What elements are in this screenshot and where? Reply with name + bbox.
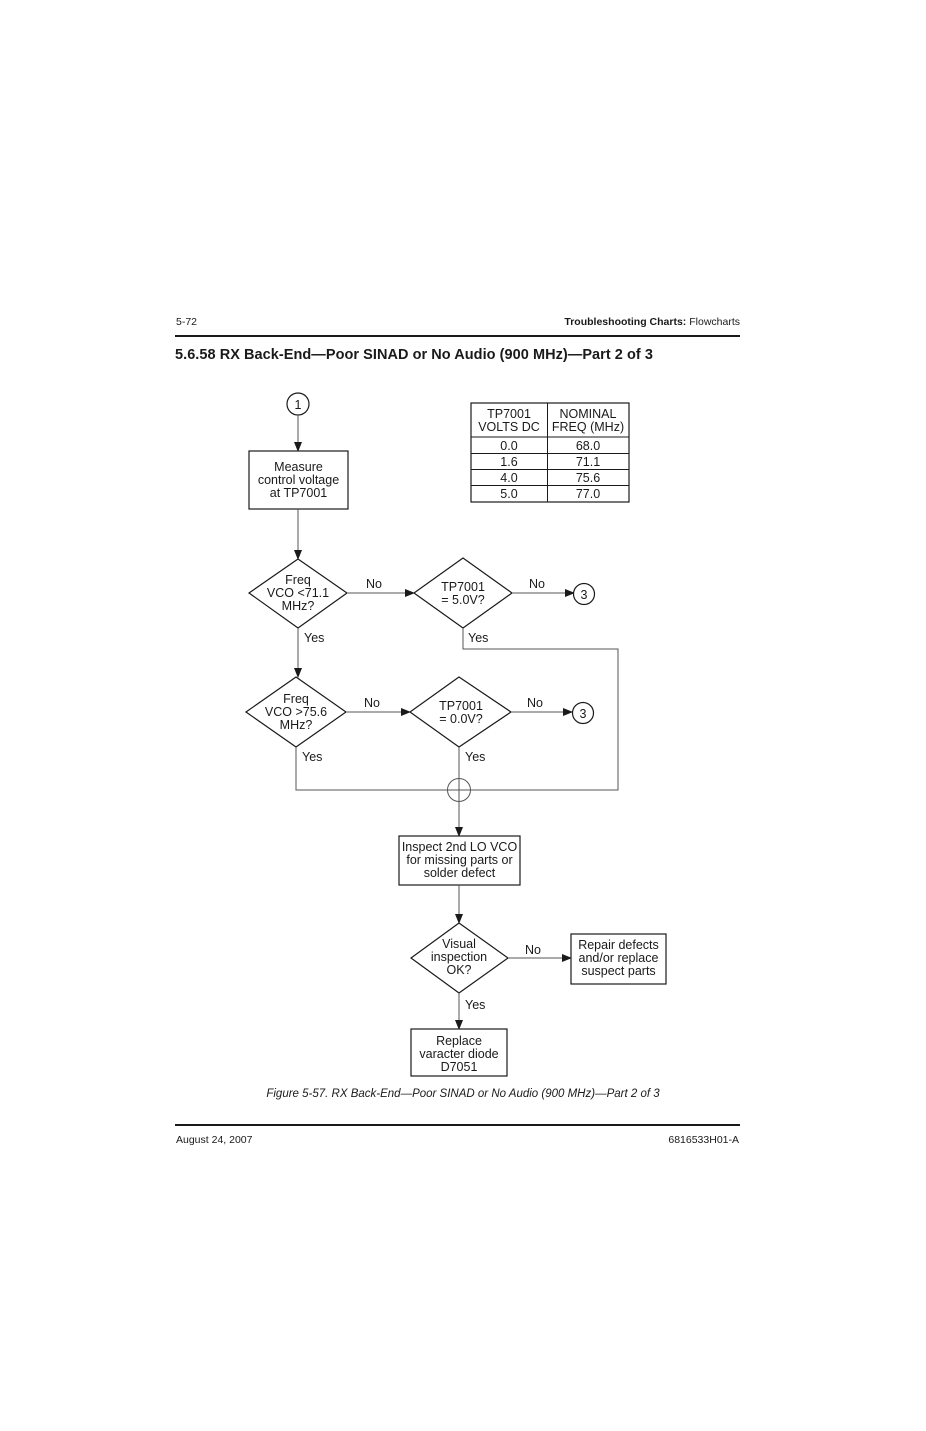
label-5v-yes: Yes — [468, 631, 488, 645]
decision-gt-line-1: Freq — [283, 692, 309, 706]
repair-line-1: Repair defects — [578, 938, 659, 952]
decision-freq-gt: Freq VCO >75.6 MHz? — [244, 676, 348, 748]
decision-gt-line-2: VCO >75.6 — [265, 705, 327, 719]
table-cell: 68.0 — [576, 439, 600, 453]
line-gt-yes — [295, 747, 459, 791]
footer-doc-number: 6816533H01-A — [668, 1134, 739, 1146]
visual-line-1: Visual — [442, 937, 476, 951]
label-5v-no: No — [529, 577, 545, 591]
decision-5v-line-2: = 5.0V? — [441, 593, 484, 607]
section-title: 5.6.58 RX Back-End—Poor SINAD or No Audi… — [175, 347, 653, 363]
decision-tp7001-5v: TP7001 = 5.0V? — [412, 557, 514, 629]
label-0v-no: No — [527, 696, 543, 710]
start-connector: 1 — [286, 392, 310, 416]
footer-date: August 24, 2007 — [176, 1134, 253, 1146]
table-header-col1-line2: VOLTS DC — [478, 420, 540, 434]
measure-line-3: at TP7001 — [270, 486, 328, 500]
start-connector-label: 1 — [295, 398, 302, 412]
table-cell: 0.0 — [500, 439, 517, 453]
label-visual-yes: Yes — [465, 998, 485, 1012]
measure-box: Measure control voltage at TP7001 — [248, 450, 349, 510]
visual-line-3: OK? — [446, 963, 471, 977]
label-gt-yes: Yes — [302, 750, 322, 764]
inspect-line-1: Inspect 2nd LO VCO — [402, 840, 518, 854]
repair-line-2: and/or replace — [579, 951, 659, 965]
replace-line-2: varacter diode — [419, 1047, 498, 1061]
connector-3-b-label: 3 — [580, 707, 587, 721]
connector-3-a: 3 — [572, 582, 596, 606]
visual-line-2: inspection — [431, 950, 487, 964]
repair-line-3: suspect parts — [581, 964, 655, 978]
label-lt-no: No — [366, 577, 382, 591]
junction-icon — [447, 778, 471, 802]
table-cell: 71.1 — [576, 455, 600, 469]
table-cell: 4.0 — [500, 471, 517, 485]
repair-box: Repair defects and/or replace suspect pa… — [570, 933, 667, 985]
replace-line-3: D7051 — [441, 1060, 478, 1074]
header-rule — [175, 335, 740, 337]
table-cell: 5.0 — [500, 487, 517, 501]
label-visual-no: No — [525, 943, 541, 957]
line-5v-yes — [459, 628, 619, 791]
table-cell: 1.6 — [500, 455, 517, 469]
replace-box: Replace varacter diode D7051 — [410, 1028, 508, 1077]
table-header-col2-line1: NOMINAL — [560, 407, 617, 421]
measure-line-1: Measure — [274, 460, 323, 474]
running-header-plain: Flowcharts — [686, 316, 740, 328]
decision-0v-line-1: TP7001 — [439, 699, 483, 713]
inspect-line-2: for missing parts or — [406, 853, 512, 867]
voltage-frequency-table: TP7001 VOLTS DC NOMINAL FREQ (MHz) 0.0 6… — [470, 402, 630, 503]
table-header-col1-line1: TP7001 — [487, 407, 531, 421]
decision-tp7001-0v: TP7001 = 0.0V? — [408, 676, 513, 748]
inspect-line-3: solder defect — [424, 866, 496, 880]
inspect-box: Inspect 2nd LO VCO for missing parts or … — [398, 835, 521, 886]
table-cell: 75.6 — [576, 471, 600, 485]
label-lt-yes: Yes — [304, 631, 324, 645]
measure-line-2: control voltage — [258, 473, 339, 487]
table-header-col2-line2: FREQ (MHz) — [552, 420, 624, 434]
running-header-bold: Troubleshooting Charts: — [564, 316, 687, 328]
table-cell: 77.0 — [576, 487, 600, 501]
decision-freq-lt: Freq VCO <71.1 MHz? — [247, 558, 349, 629]
footer-rule — [175, 1124, 740, 1126]
connector-3-b: 3 — [571, 701, 595, 725]
connector-3-a-label: 3 — [581, 588, 588, 602]
replace-line-1: Replace — [436, 1034, 482, 1048]
decision-lt-line-3: MHz? — [282, 599, 315, 613]
running-header: Troubleshooting Charts: Flowcharts — [564, 316, 740, 328]
decision-0v-line-2: = 0.0V? — [439, 712, 482, 726]
label-0v-yes: Yes — [465, 750, 485, 764]
figure-caption: Figure 5-57. RX Back-End—Poor SINAD or N… — [266, 1088, 660, 1100]
decision-5v-line-1: TP7001 — [441, 580, 485, 594]
decision-lt-line-1: Freq — [285, 573, 311, 587]
decision-gt-line-3: MHz? — [280, 718, 313, 732]
decision-visual-inspection: Visual inspection OK? — [409, 922, 510, 994]
page-number: 5-72 — [176, 316, 198, 328]
label-gt-no: No — [364, 696, 380, 710]
decision-lt-line-2: VCO <71.1 — [267, 586, 329, 600]
